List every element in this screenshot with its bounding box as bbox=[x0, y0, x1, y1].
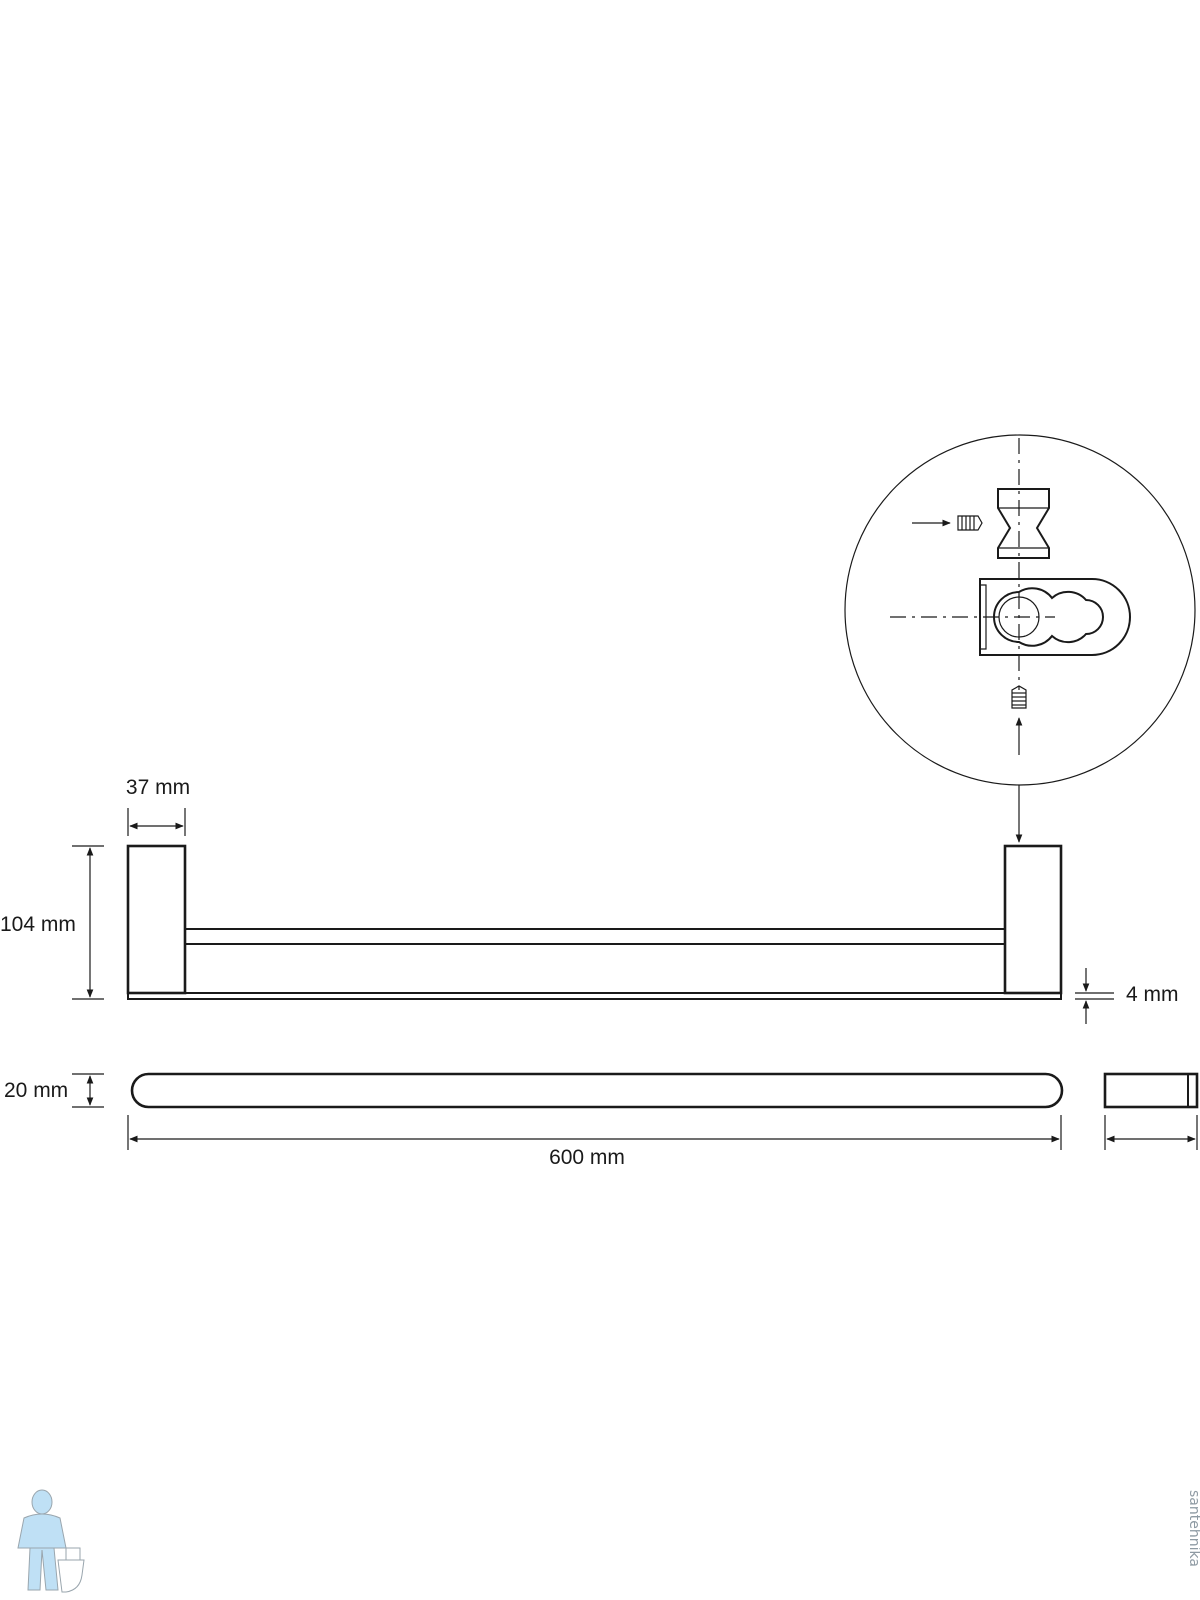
watermark-text: santehnika bbox=[1186, 1490, 1200, 1567]
detail-view bbox=[844, 434, 1196, 843]
dimension-37mm: 37 mm bbox=[126, 776, 190, 836]
side-view bbox=[1103, 1072, 1199, 1150]
right-bracket bbox=[1003, 844, 1063, 995]
label-600mm: 600 mm bbox=[549, 1146, 625, 1169]
towel-bar-top bbox=[130, 1072, 1064, 1109]
bracket-body bbox=[979, 578, 1131, 656]
front-view bbox=[126, 844, 1063, 1000]
top-view bbox=[130, 1072, 1064, 1109]
set-screw-left bbox=[912, 515, 983, 531]
dimension-4mm: 4 mm bbox=[1075, 968, 1179, 1024]
dimension-600mm: 600 mm bbox=[127, 1115, 1062, 1169]
set-screw-bottom bbox=[1011, 685, 1027, 755]
label-20mm: 20 mm bbox=[4, 1079, 68, 1102]
label-4mm: 4 mm bbox=[1126, 983, 1179, 1006]
side-block bbox=[1103, 1072, 1199, 1109]
towel-bar-front bbox=[184, 928, 1006, 945]
connector-fitting bbox=[997, 488, 1050, 559]
dimension-104mm: 104 mm bbox=[0, 845, 104, 1000]
left-bracket bbox=[126, 844, 187, 995]
label-37mm: 37 mm bbox=[126, 776, 190, 799]
bracket-holes bbox=[993, 587, 1104, 647]
dimension-20mm: 20 mm bbox=[4, 1073, 104, 1108]
detail-circle bbox=[844, 434, 1196, 786]
base-plate bbox=[127, 992, 1062, 1000]
label-104mm: 104 mm bbox=[0, 913, 76, 936]
plumber-logo bbox=[17, 1489, 85, 1593]
